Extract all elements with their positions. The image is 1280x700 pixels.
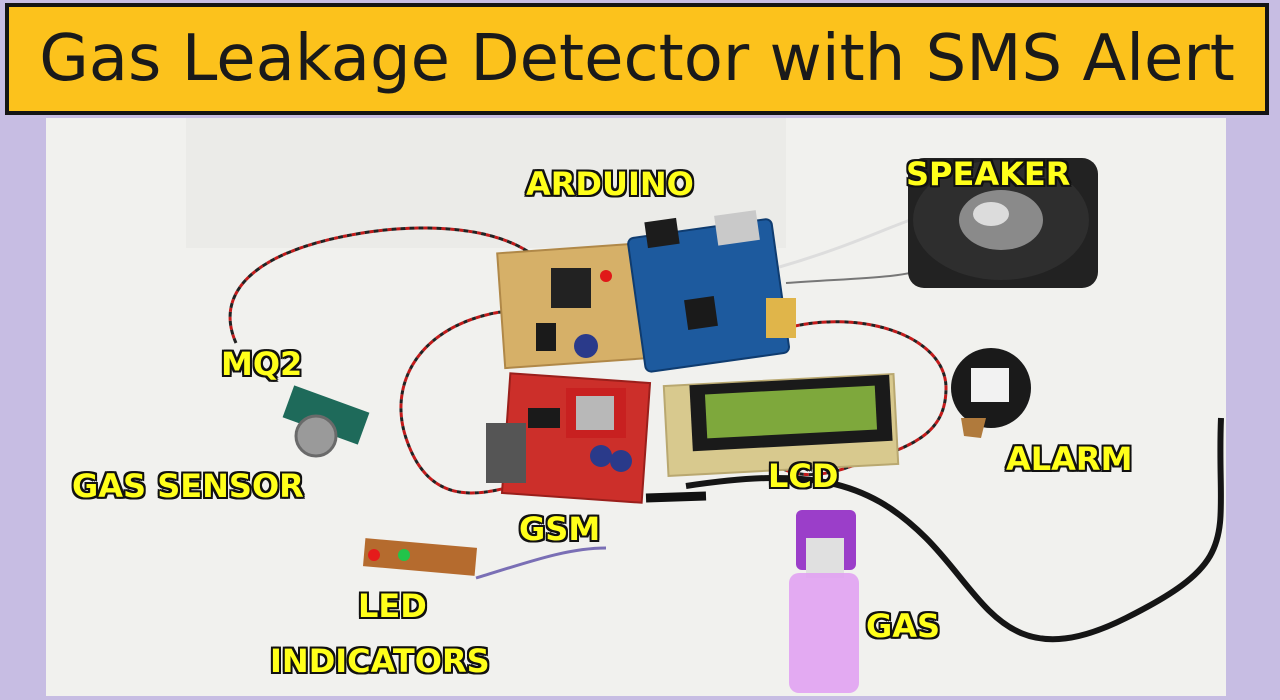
speaker-highlight	[973, 202, 1009, 226]
gsm-wire-red	[399, 308, 517, 495]
red-led	[368, 549, 380, 561]
jumper-wires	[766, 298, 796, 338]
gsm-capacitor-2	[610, 450, 632, 472]
led-wire	[475, 546, 607, 580]
label-mq2: MQ2	[221, 345, 303, 383]
db9-connector	[486, 423, 526, 483]
title-banner: Gas Leakage Detector with SMS Alert	[5, 3, 1269, 115]
circuit-photo: ARDUINO SPEAKER MQ2 GAS SENSOR ALARM LCD…	[46, 118, 1226, 696]
buzzer-label	[971, 368, 1009, 402]
arduino-board	[627, 218, 790, 373]
label-led: LED	[358, 587, 427, 625]
label-arduino: ARDUINO	[526, 165, 694, 203]
transistor	[536, 323, 556, 351]
banner-title: Gas Leakage Detector with SMS Alert	[39, 22, 1235, 96]
black-cable	[685, 417, 1224, 643]
arduino-chip	[684, 296, 718, 330]
green-led	[398, 549, 410, 561]
lighter-body	[789, 573, 859, 693]
voltage-regulator	[551, 268, 591, 308]
alarm-wire-black	[744, 320, 948, 477]
sensor-wire-red	[228, 226, 548, 344]
gsm-capacitor	[590, 445, 612, 467]
label-speaker: SPEAKER	[906, 155, 1071, 193]
lcd-screen	[704, 385, 878, 439]
label-gas-sensor: GAS SENSOR	[72, 467, 304, 505]
mq2-sensor-cap	[294, 414, 338, 458]
label-gas: GAS	[866, 607, 941, 645]
buzzer-base	[961, 418, 986, 438]
gsm-ic	[528, 408, 560, 428]
capacitor	[574, 334, 598, 358]
barrel-plug	[645, 491, 707, 503]
lighter-wheel	[806, 538, 844, 578]
label-lcd: LCD	[768, 457, 839, 495]
mq2-board	[282, 385, 370, 445]
led-board	[362, 538, 478, 576]
label-gsm: GSM	[519, 510, 601, 548]
speaker-wire-white	[775, 216, 917, 270]
circuit-illustration	[46, 118, 1226, 696]
label-indicators: INDICATORS	[270, 642, 490, 680]
arduino-dc-jack	[644, 217, 680, 249]
power-led	[600, 270, 612, 282]
paper-shade	[186, 118, 786, 248]
arduino-usb-port	[714, 210, 760, 246]
label-alarm: ALARM	[1006, 440, 1133, 478]
gsm-chip	[576, 396, 614, 430]
